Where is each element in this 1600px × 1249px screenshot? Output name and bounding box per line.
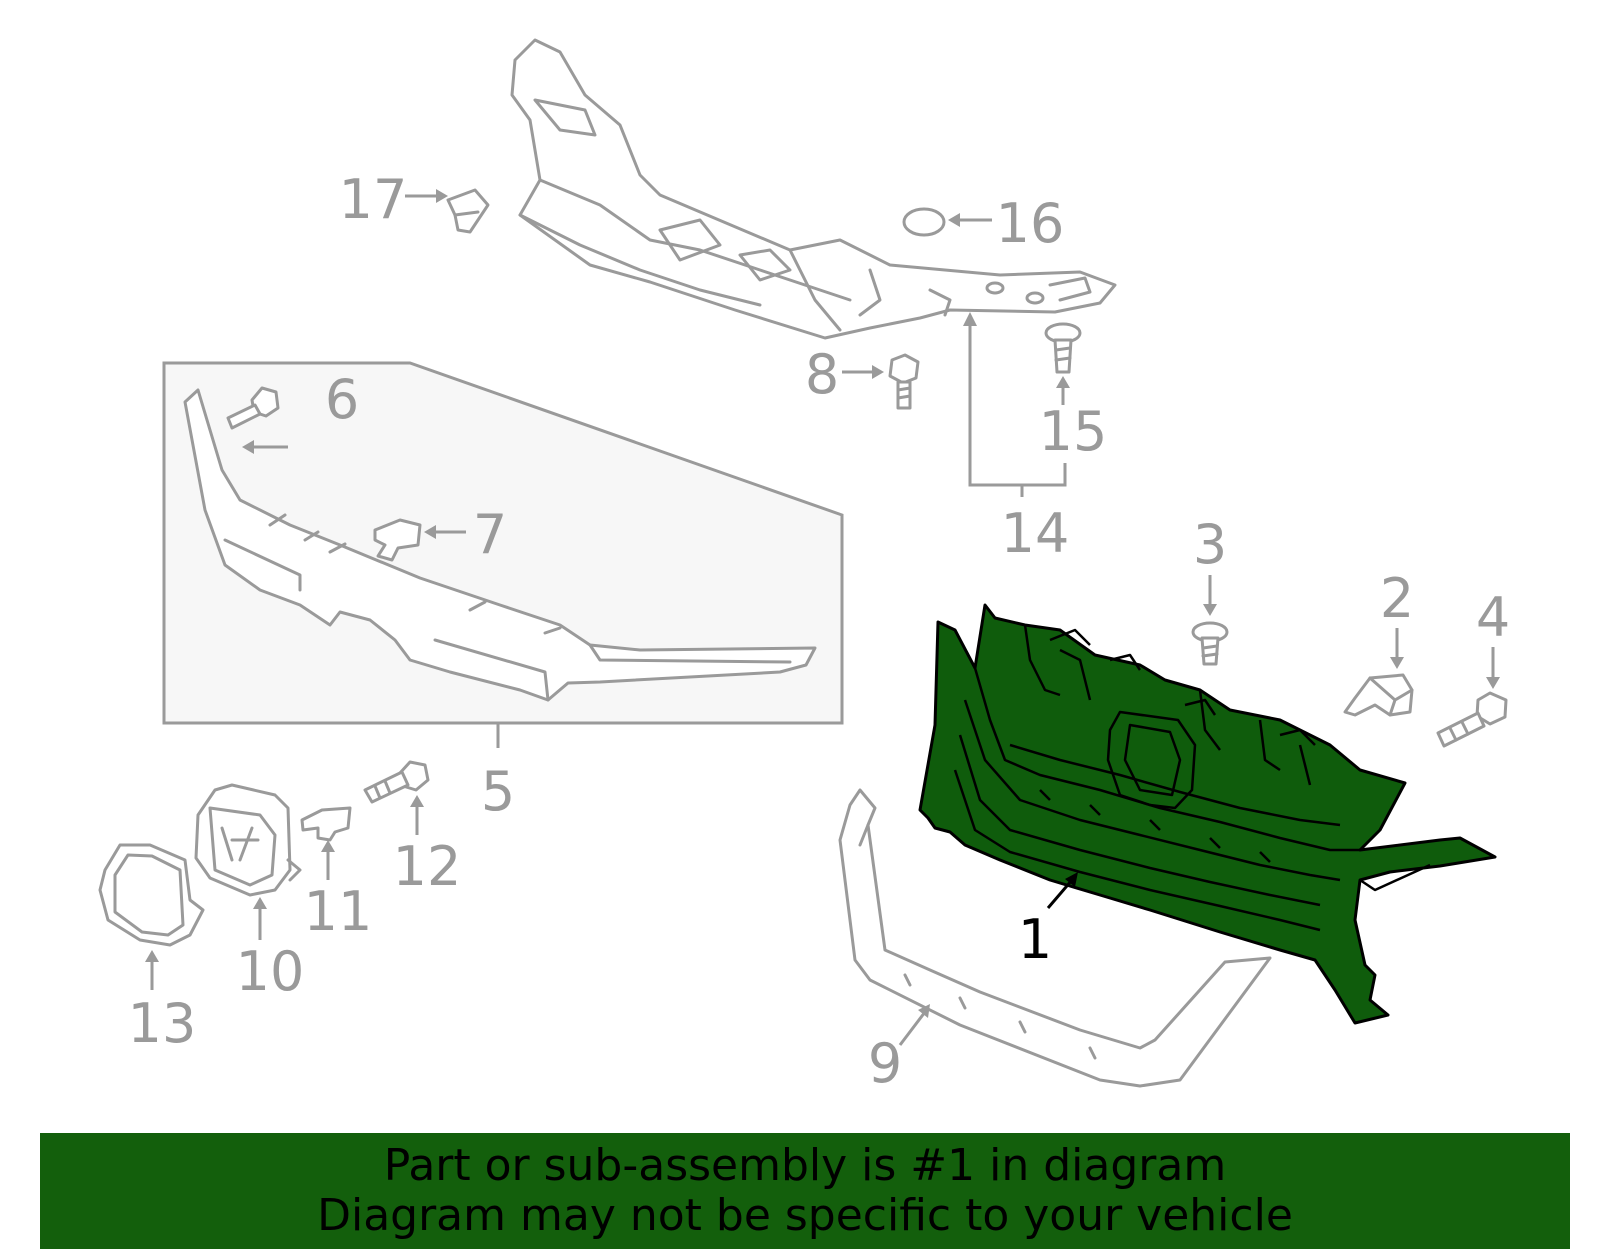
callout-5[interactable]: 5 xyxy=(481,760,515,823)
banner-line-2: Diagram may not be specific to your vehi… xyxy=(317,1190,1293,1241)
arrow-12-icon xyxy=(410,795,424,807)
part-7-clip[interactable] xyxy=(373,518,422,562)
grille-body xyxy=(918,603,1497,1025)
part-3-push-pin[interactable] xyxy=(1191,621,1229,666)
arrow-17-icon xyxy=(436,189,448,203)
arrow-9-icon xyxy=(918,1004,930,1018)
arrow-4-icon xyxy=(1486,677,1500,689)
part-11-clip[interactable] xyxy=(300,806,352,842)
banner-line-1: Part or sub-assembly is #1 in diagram xyxy=(383,1140,1227,1191)
part-5-molding-box[interactable] xyxy=(162,361,844,725)
callout-7[interactable]: 7 xyxy=(473,503,507,566)
part-14-upper-bracket[interactable] xyxy=(510,38,1117,340)
callout-2[interactable]: 2 xyxy=(1380,567,1414,630)
arrow-8-icon xyxy=(872,365,884,379)
part-16-grommet[interactable] xyxy=(902,207,946,237)
part-2-nut[interactable] xyxy=(1343,673,1414,717)
arrow-6-icon xyxy=(242,440,254,454)
callout-8[interactable]: 8 xyxy=(805,343,839,406)
arrow-11-icon xyxy=(321,840,335,852)
callout-10[interactable]: 10 xyxy=(236,940,305,1003)
arrow-2-icon xyxy=(1390,657,1404,669)
arrow-7-icon xyxy=(424,525,436,539)
leader-14 xyxy=(968,318,1067,487)
callout-16[interactable]: 16 xyxy=(996,192,1065,255)
callout-15[interactable]: 15 xyxy=(1039,400,1108,463)
arrow-3-icon xyxy=(1203,604,1217,616)
part-10-emblem-base[interactable] xyxy=(194,783,302,897)
leader-1 xyxy=(1046,879,1074,909)
part-12-bolt[interactable] xyxy=(363,760,430,804)
part-17-clip[interactable] xyxy=(446,188,490,234)
part-13-emblem[interactable] xyxy=(98,843,205,947)
arrow-10-icon xyxy=(253,897,267,909)
part-6-bolt[interactable] xyxy=(226,386,280,430)
arrow-16-icon xyxy=(948,213,960,227)
part-8-bolt[interactable] xyxy=(888,353,920,410)
arrow-15-icon xyxy=(1056,376,1070,388)
callout-11[interactable]: 11 xyxy=(304,880,373,943)
arrow-14-icon xyxy=(963,312,977,326)
callout-4[interactable]: 4 xyxy=(1476,586,1510,649)
arrow-1-icon xyxy=(1065,872,1078,887)
part-15-push-pin[interactable] xyxy=(1044,322,1082,374)
arrow-13-icon xyxy=(145,950,159,962)
info-banner: Part or sub-assembly is #1 in diagram Di… xyxy=(40,1133,1570,1249)
callout-12[interactable]: 12 xyxy=(393,835,462,898)
callout-14[interactable]: 14 xyxy=(1001,502,1070,565)
callout-9[interactable]: 9 xyxy=(868,1032,902,1095)
callout-17[interactable]: 17 xyxy=(339,168,408,231)
callout-13[interactable]: 13 xyxy=(128,992,197,1055)
leader-9 xyxy=(898,1011,927,1046)
part-1-grille[interactable] xyxy=(918,603,1497,1025)
part-4-bolt[interactable] xyxy=(1436,691,1508,748)
callout-1[interactable]: 1 xyxy=(1018,908,1052,971)
callout-6[interactable]: 6 xyxy=(325,368,359,431)
callout-3[interactable]: 3 xyxy=(1193,513,1227,576)
part-9-lower-molding[interactable] xyxy=(838,788,1272,1088)
